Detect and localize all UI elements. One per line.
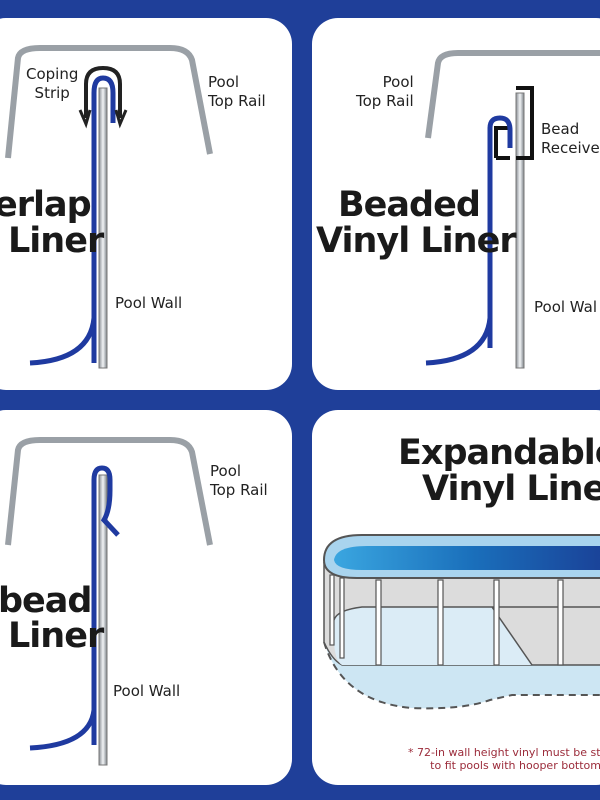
pool-illustration [322, 534, 600, 710]
panel-title-line1: bead [0, 581, 92, 621]
pool-wall-label: Pool Wall [115, 294, 183, 312]
bead-receiver [494, 86, 534, 160]
overlap-diagram [5, 45, 213, 369]
top-rail [5, 437, 213, 546]
pool-uprights [329, 574, 564, 666]
pool-wall-label: Pool Wal [534, 298, 598, 316]
panel-title-line2: Vinyl Liner [316, 221, 517, 261]
pool-wall-label: Pool Wall [113, 682, 181, 700]
liner [91, 75, 116, 363]
footnote: * 72-in wall height vinyl must be stretc… [408, 746, 600, 772]
panel-title-line1: erlap [0, 185, 92, 225]
hopper-bottom-outline [323, 641, 600, 710]
pool-wall [515, 92, 525, 369]
pool-wall [98, 87, 108, 369]
panel-title-line2: Liner [8, 221, 104, 261]
panel-title-line2: Liner [8, 616, 104, 656]
panel-title-line1: Beaded [338, 185, 481, 225]
panel-title-line2: Vinyl Liner [422, 469, 600, 509]
liner [487, 115, 513, 348]
top-rail [5, 45, 213, 159]
pool-wall [98, 474, 108, 766]
top-rail [425, 50, 600, 139]
panel-title-line1: Expandable [398, 433, 600, 473]
unibead-diagram [5, 437, 213, 766]
coping-strip [84, 65, 122, 118]
liner [91, 465, 120, 745]
beaded-diagram [425, 50, 600, 369]
pool-water [334, 546, 600, 570]
expandable-liner-panel: Expandable Vinyl Liner * 72-in wall heig… [312, 410, 600, 785]
